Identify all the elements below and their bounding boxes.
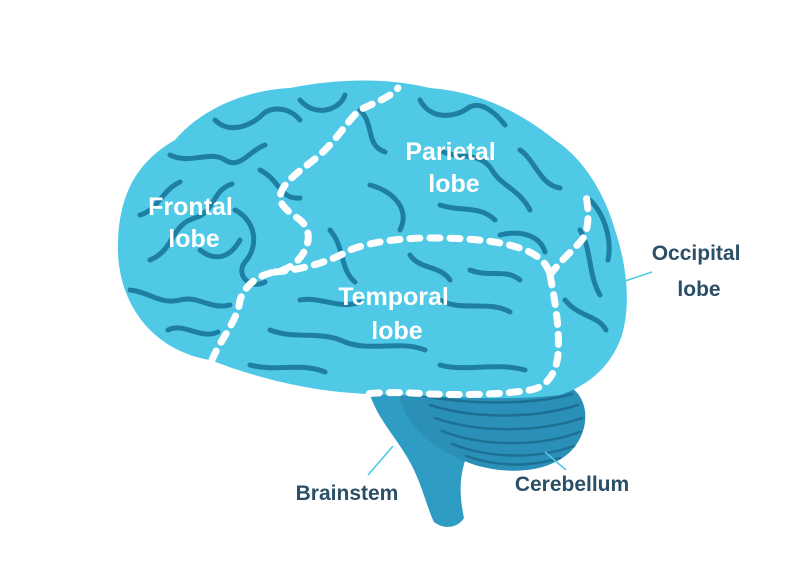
cerebellum-label: Cerebellum: [515, 473, 629, 496]
parietal-lobe-label-line2: lobe: [428, 170, 479, 198]
occipital-leader: [621, 271, 653, 283]
frontal-lobe-label-line1: Frontal: [148, 193, 233, 221]
cerebellum-leader: [544, 451, 567, 471]
parietal-lobe-label: Parietal lobe: [405, 138, 502, 198]
temporal-lobe-label-line1: Temporal: [338, 283, 449, 311]
leader-lines: [367, 271, 653, 476]
temporal-lobe-label: Temporal lobe: [338, 283, 456, 345]
brain-gyri: [127, 92, 612, 375]
occipital-lobe-label: Occipital lobe: [652, 242, 747, 301]
lobe-boundaries: [208, 84, 592, 399]
brainstem-label: Brainstem: [296, 482, 399, 505]
frontal-lobe-label: Frontal lobe: [148, 193, 240, 253]
frontal-lobe-label-line2: lobe: [168, 225, 219, 253]
parietal-lobe-label-line1: Parietal: [405, 138, 495, 166]
occipital-lobe-label-line1: Occipital: [652, 242, 741, 265]
cerebellum-folia: [418, 392, 584, 466]
occipital-lobe-label-line2: lobe: [677, 278, 720, 301]
brainstem-leader: [367, 445, 394, 476]
temporal-lobe-label-line2: lobe: [371, 317, 422, 345]
